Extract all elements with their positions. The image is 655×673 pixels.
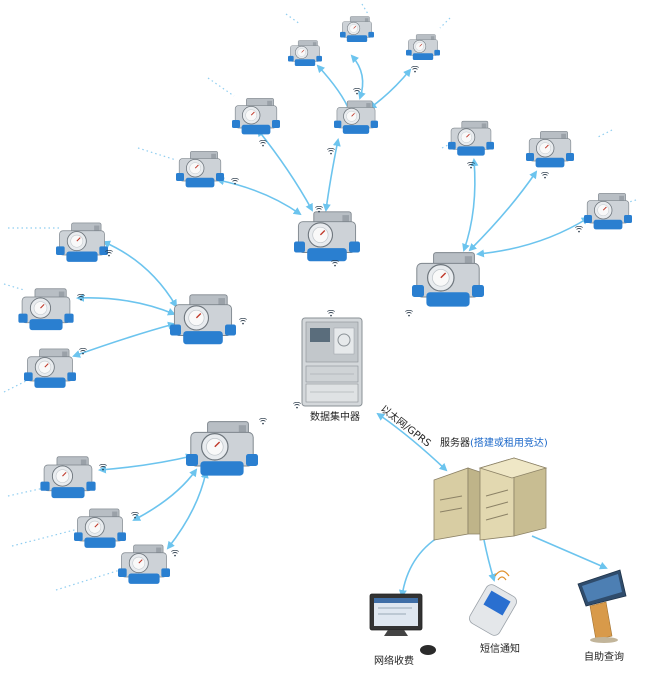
link-concentrator-server bbox=[376, 412, 448, 472]
concentrator-label: 数据集中器 bbox=[310, 410, 360, 423]
connection-lines bbox=[72, 54, 608, 598]
link-top-hub-concentrator bbox=[350, 54, 366, 100]
sms-notice-label: 短信通知 bbox=[480, 642, 520, 655]
link-left-meter-3 bbox=[72, 321, 176, 358]
wireless-signal-icon bbox=[258, 418, 268, 425]
wireless-signal-icon bbox=[410, 66, 420, 73]
link-left-meter-2 bbox=[76, 293, 176, 316]
water-meter-icon bbox=[294, 211, 360, 263]
water-meter-icon bbox=[406, 34, 440, 61]
water-meter-icon bbox=[118, 544, 170, 585]
wireless-signal-icon bbox=[258, 140, 268, 147]
water-meter-icon bbox=[232, 97, 280, 135]
link-top-meter-1 bbox=[316, 64, 352, 114]
link-top-meter-4 bbox=[256, 128, 313, 212]
link-right-meter-3 bbox=[476, 216, 590, 258]
water-meter-icon bbox=[412, 251, 484, 308]
link-right-meter-1 bbox=[462, 158, 479, 252]
phone-icon bbox=[469, 570, 517, 636]
wireless-signal-icon bbox=[352, 88, 362, 95]
wireless-signal-icon bbox=[238, 318, 248, 325]
link-bottom-meter-1 bbox=[98, 453, 194, 474]
water-meter-icon bbox=[18, 288, 74, 331]
water-meter-icon bbox=[40, 456, 96, 499]
wireless-signal-icon bbox=[574, 226, 584, 233]
link-top-meter-3 bbox=[322, 138, 341, 212]
link-server-kiosk bbox=[531, 535, 608, 570]
link-top-meter-2 bbox=[368, 68, 412, 110]
dotted-lines bbox=[3, 3, 637, 591]
water-meter-icon bbox=[56, 222, 108, 263]
water-meter-icon bbox=[288, 40, 322, 67]
concentrator-icon bbox=[301, 317, 363, 407]
water-meter-icon bbox=[74, 508, 126, 549]
link-left-meter-1 bbox=[102, 240, 178, 308]
wireless-signal-icon bbox=[170, 550, 180, 557]
server-label: 服务器(搭建或租用竞达) bbox=[440, 436, 548, 449]
link-right-meter-2 bbox=[468, 170, 538, 252]
water-meter-icon bbox=[334, 100, 378, 135]
water-meter-icon bbox=[448, 120, 494, 157]
link-bottom-meter-3 bbox=[166, 470, 209, 550]
wireless-signal-icon bbox=[326, 148, 336, 155]
water-meter-icon bbox=[176, 150, 224, 188]
wireless-signal-icon bbox=[404, 310, 414, 317]
water-meter-icon bbox=[584, 192, 632, 230]
kiosk-icon bbox=[577, 569, 627, 643]
water-meter-icon bbox=[340, 16, 374, 43]
water-meter-icon bbox=[24, 348, 76, 389]
link-bottom-meter-2 bbox=[132, 468, 198, 521]
wireless-signal-icon bbox=[540, 172, 550, 179]
server-icon bbox=[433, 457, 548, 541]
link-server-sms bbox=[483, 539, 497, 582]
water-meter-icon bbox=[186, 420, 258, 477]
server-label-suffix: (搭建或租用竞达) bbox=[470, 436, 548, 449]
web-billing-label: 网络收费 bbox=[374, 654, 414, 667]
link-label: 以太网/GPRS bbox=[378, 402, 434, 449]
link-top-meter-5 bbox=[216, 177, 302, 216]
water-meter-icon bbox=[526, 130, 574, 168]
computer-icon bbox=[369, 593, 436, 655]
water-meter-icon bbox=[170, 294, 236, 345]
self-query-label: 自助查询 bbox=[584, 650, 624, 663]
link-server-web bbox=[398, 535, 441, 598]
wireless-signal-icon bbox=[326, 310, 336, 317]
wireless-signal-icon bbox=[292, 402, 302, 409]
server-label-prefix: 服务器 bbox=[440, 436, 470, 449]
